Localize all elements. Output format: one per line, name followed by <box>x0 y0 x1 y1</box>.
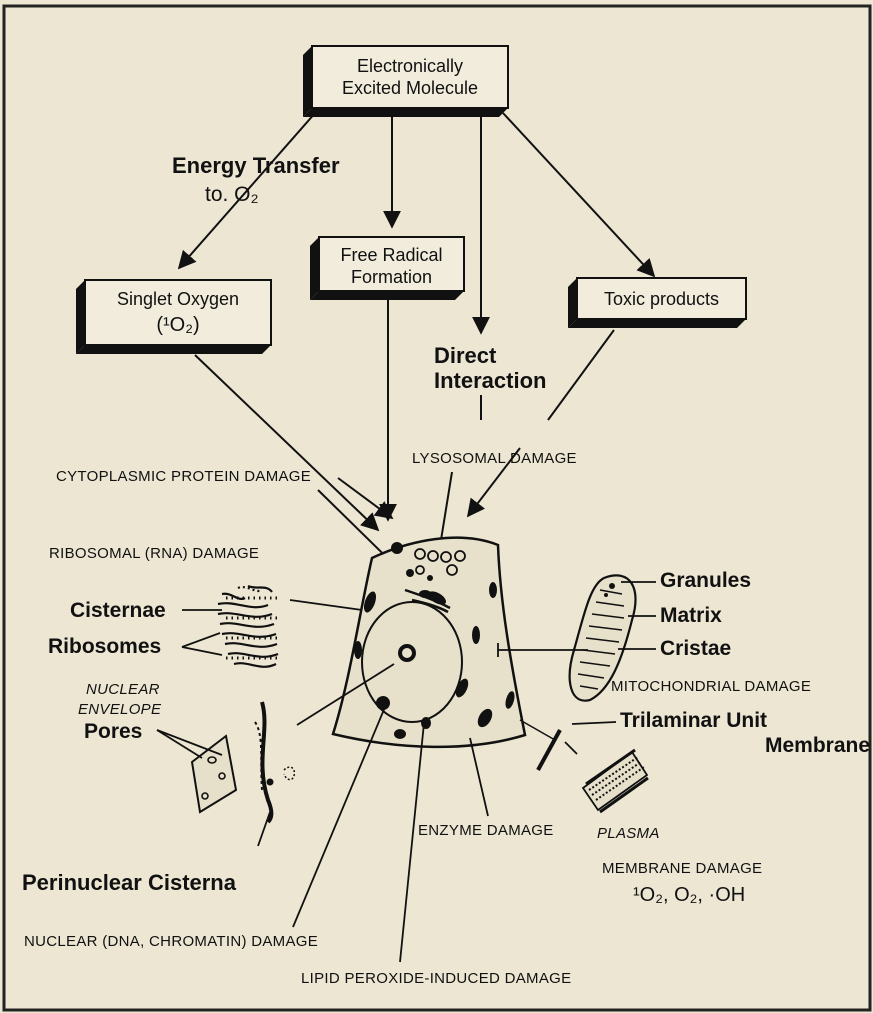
cisternae-label: Cisternae <box>70 599 166 623</box>
to-o2-label: to. O₂ <box>205 183 259 207</box>
free-radical-line-2: Formation <box>319 266 464 288</box>
membrane-species-label: ¹O₂, O₂, ·OH <box>633 884 745 907</box>
excited-line-1: Electronically <box>312 55 508 77</box>
lipid-peroxide-damage-label: LIPID PEROXIDE-INDUCED DAMAGE <box>301 970 571 987</box>
nuclear-envelope-line-2: ENVELOPE <box>78 700 161 720</box>
nuclear-envelope-line-1: NUCLEAR <box>86 680 161 700</box>
direct-label: Direct <box>434 343 496 369</box>
nuclear-envelope-label: NUCLEAR ENVELOPE <box>86 680 161 720</box>
matrix-label: Matrix <box>660 604 722 628</box>
membrane-word-label: Membrane <box>765 734 870 758</box>
endoplasmic-reticulum <box>218 586 278 667</box>
free-radical-label: Free Radical Formation <box>319 244 464 288</box>
granules-label: Granules <box>660 569 751 593</box>
ribosomes-label: Ribosomes <box>48 635 161 659</box>
pores-label: Pores <box>84 720 142 744</box>
mitochondrial-damage-label: MITOCHONDRIAL DAMAGE <box>611 678 811 695</box>
nuclear-damage-label: NUCLEAR (DNA, CHROMATIN) DAMAGE <box>24 933 318 950</box>
energy-transfer-label: Energy Transfer <box>172 153 340 179</box>
perinuclear-cisterna-label: Perinuclear Cisterna <box>22 870 236 896</box>
enzyme-damage-label: ENZYME DAMAGE <box>418 822 554 839</box>
plasma-label: PLASMA <box>597 825 660 842</box>
singlet-line-1: Singlet Oxygen <box>85 288 271 310</box>
ribosomal-damage-label: RIBOSOMAL (RNA) DAMAGE <box>49 545 259 562</box>
trilaminar-label: Trilaminar Unit <box>620 709 767 733</box>
membrane-damage-label: MEMBRANE DAMAGE <box>602 860 762 877</box>
toxic-products-label: Toxic products <box>577 288 746 310</box>
cytoplasmic-damage-label: CYTOPLASMIC PROTEIN DAMAGE <box>56 468 311 485</box>
excited-line-2: Excited Molecule <box>312 77 508 99</box>
nuclear-envelope-fragment <box>192 702 294 822</box>
free-radical-line-1: Free Radical <box>319 244 464 266</box>
interaction-label: Interaction <box>434 368 546 394</box>
singlet-oxygen-label: Singlet Oxygen (¹O₂) <box>85 288 271 336</box>
plasma-membrane-fragment <box>583 750 648 812</box>
cell-body <box>333 538 525 747</box>
excited-molecule-label: Electronically Excited Molecule <box>312 55 508 99</box>
cristae-label: Cristae <box>660 637 731 661</box>
singlet-line-2: (¹O₂) <box>85 314 271 336</box>
lysosomal-damage-label: LYSOSOMAL DAMAGE <box>412 450 577 467</box>
